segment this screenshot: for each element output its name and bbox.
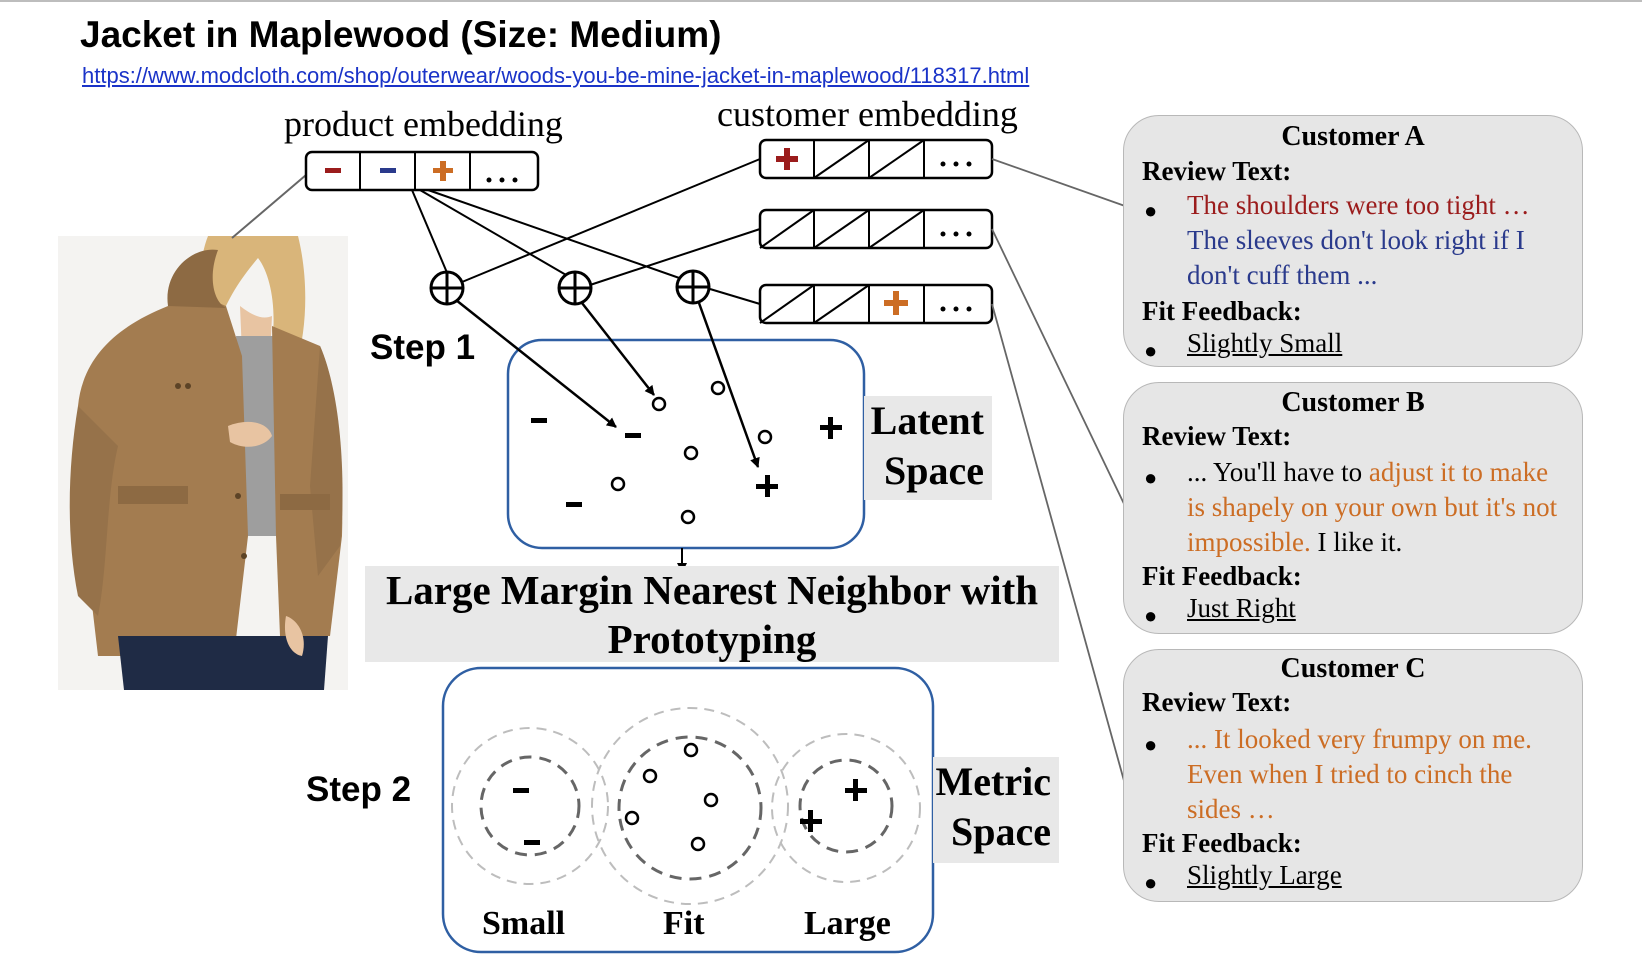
customer-embedding-row-c (758, 283, 994, 325)
customer-a-review-bullet: ● (1144, 198, 1158, 223)
customer-c-fit-bullet: ● (1144, 870, 1158, 895)
customer-c-review-bullet: ● (1144, 732, 1158, 757)
jacket-product-photo (58, 236, 348, 690)
customer-a-review-label: Review Text: (1142, 156, 1292, 186)
latent-points (531, 417, 842, 507)
customer-b-fit-value: Just Right (1187, 593, 1296, 623)
customer-embedding-label: customer embedding (717, 94, 1018, 134)
lmnn-line2: Prototyping (607, 616, 817, 662)
cluster-label-large: Large (804, 905, 891, 942)
latent-space-label: Latent Space (864, 396, 992, 500)
step-2-label: Step 2 (306, 770, 412, 809)
connector-customer-c (991, 303, 1127, 789)
combiner-node-c (675, 269, 711, 305)
combiner-node-a (429, 270, 465, 306)
connector-customer-b (991, 228, 1127, 509)
customer-a-fit-label: Fit Feedback: (1142, 296, 1302, 326)
product-cell-minus-red (325, 168, 341, 173)
customer-b-review-seg-2: adjust it to make is shapely on your own… (1187, 457, 1558, 557)
customer-a-name: Customer A (1281, 121, 1425, 152)
connector-customer-a (991, 158, 1126, 207)
customer-c-fit-value: Slightly Large (1187, 860, 1342, 890)
customer-c-review-label: Review Text: (1142, 687, 1292, 717)
customer-a-review-seg-1: The shoulders were too tight … (1187, 190, 1530, 220)
top-border (0, 0, 1642, 2)
customer-c-fit-label: Fit Feedback: (1142, 828, 1302, 858)
customer-card-a: Customer A Review Text: ● The shoulders … (1123, 115, 1583, 367)
combiner-node-b (557, 270, 593, 306)
metric-space-label: Metric Space (933, 757, 1059, 863)
step-1-label: Step 1 (370, 328, 476, 367)
customer-a-fit-bullet: ● (1144, 338, 1158, 363)
cluster-fit (591, 707, 789, 905)
cluster-label-fit: Fit (663, 905, 705, 942)
customer-a-fit-value: Slightly Small (1187, 328, 1343, 358)
metric-circles (624, 742, 719, 852)
photo-connector-line (231, 174, 307, 239)
cluster-small (451, 727, 609, 885)
customer-card-b: Customer B Review Text: ● ... You'll hav… (1123, 382, 1583, 634)
latent-space-label-line2: Space (884, 448, 984, 493)
metric-space-label-line2: Space (951, 809, 1051, 854)
cluster-label-small: Small (482, 905, 566, 942)
customer-card-c: Customer C Review Text: ● ... It looked … (1123, 649, 1583, 902)
customer-b-name: Customer B (1281, 387, 1425, 418)
customer-embedding-row-a (758, 138, 994, 180)
customer-b-review-text: ... You'll have to adjust it to make is … (1187, 455, 1572, 560)
metric-points (513, 779, 867, 845)
customer-embedding-row-b (758, 208, 994, 250)
customer-b-review-label: Review Text: (1142, 421, 1292, 451)
product-url-link[interactable]: https://www.modcloth.com/shop/outerwear/… (82, 63, 1030, 88)
customer-b-review-seg-1: ... You'll have to (1187, 457, 1363, 487)
customer-b-review-seg-3: I like it. (1317, 527, 1403, 557)
latent-circles (610, 380, 773, 525)
lmnn-line1: Large Margin Nearest Neighbor with (385, 567, 1039, 613)
customer-c-name: Customer C (1280, 653, 1426, 684)
metric-space-label-line1: Metric (935, 759, 1051, 804)
cluster-large (771, 733, 921, 883)
latent-space-label-line1: Latent (870, 398, 984, 443)
lmnn-prototyping-label: Large Margin Nearest Neighbor with Proto… (365, 566, 1059, 662)
customer-b-fit-bullet: ● (1144, 603, 1158, 628)
product-cell-minus-blue (380, 168, 396, 173)
product-embedding-label: product embedding (284, 104, 563, 144)
product-embedding-vector (304, 150, 540, 192)
customer-b-review-bullet: ● (1144, 465, 1158, 490)
customer-a-review-text: The shoulders were too tight … The sleev… (1187, 188, 1572, 293)
page-title: Jacket in Maplewood (Size: Medium) (80, 14, 722, 55)
customer-a-review-seg-2: The sleeves don't look right if I don't … (1187, 225, 1525, 290)
customer-c-review-text: ... It looked very frumpy on me. Even wh… (1187, 722, 1572, 827)
customer-c-review-seg-1: ... It looked very frumpy on me. Even wh… (1187, 724, 1532, 824)
customer-b-fit-label: Fit Feedback: (1142, 561, 1302, 591)
product-cell-plus-orange-v (440, 161, 446, 181)
